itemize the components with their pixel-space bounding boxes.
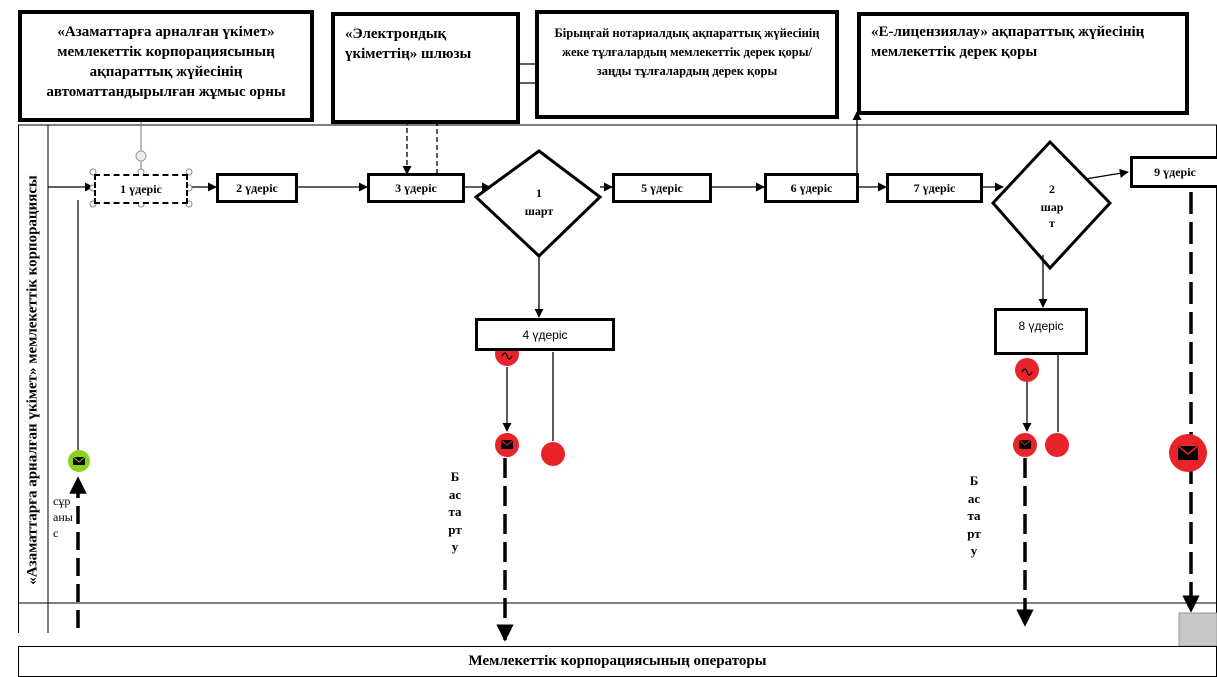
arm-system-box: «Азаматтарға арналған үкімет» мемлекетті… bbox=[18, 10, 314, 122]
condition-2-label-a: шар bbox=[1040, 200, 1064, 214]
process-3[interactable]: 3 үдеріс bbox=[367, 173, 465, 203]
elicense-db-title: «Е-лицензиялау» ақпараттық жүйесінің мем… bbox=[871, 24, 1145, 60]
event-markers bbox=[68, 342, 1207, 472]
condition-2-diamond bbox=[990, 139, 1113, 271]
elicense-db-box: «Е-лицензиялау» ақпараттық жүйесінің мем… bbox=[857, 12, 1189, 115]
end-event-icon bbox=[1045, 433, 1069, 457]
refusal-2-label: Бастарту bbox=[967, 473, 981, 558]
operator-lane-title: Мемлекеттік корпорациясының операторы bbox=[468, 653, 767, 669]
process-2-label: 2 үдеріс bbox=[236, 180, 278, 195]
notary-db-box: Бірыңғай нотариалдық ақпараттық жүйесіні… bbox=[535, 10, 839, 119]
process-7[interactable]: 7 үдеріс bbox=[886, 173, 983, 203]
condition-1-label: шарт bbox=[524, 204, 554, 218]
condition-2-label-b: т bbox=[1049, 216, 1055, 230]
gateway-title: «Электрондық үкіметтің» шлюзы bbox=[345, 26, 472, 62]
process-8[interactable]: 8 үдеріс bbox=[994, 308, 1088, 355]
process-1[interactable]: 1 үдеріс bbox=[94, 174, 188, 204]
condition-2-number: 2 bbox=[1049, 182, 1055, 196]
end-box bbox=[1178, 612, 1217, 647]
process-5-label: 5 үдеріс bbox=[641, 180, 683, 195]
process-9-label: 9 үдеріс bbox=[1154, 164, 1196, 179]
condition-1-number: 1 bbox=[536, 186, 542, 200]
process-9[interactable]: 9 үдеріс bbox=[1130, 156, 1217, 188]
request-label: сұраныс bbox=[53, 494, 73, 540]
end-event-icon bbox=[541, 442, 565, 466]
process-4-label: 4 үдеріс bbox=[522, 327, 568, 342]
timer-event-icon bbox=[1015, 358, 1039, 382]
process-3-label: 3 үдеріс bbox=[395, 180, 437, 195]
process-6[interactable]: 6 үдеріс bbox=[764, 173, 859, 203]
refusal-1-label: Бас тарту bbox=[448, 469, 462, 554]
arm-system-title: «Азаматтарға арналған үкімет» мемлекетті… bbox=[46, 24, 286, 100]
gateway-box: «Электрондық үкіметтің» шлюзы bbox=[331, 12, 520, 124]
process-1-label: 1 үдеріс bbox=[120, 181, 162, 196]
process-2[interactable]: 2 үдеріс bbox=[216, 173, 298, 203]
process-6-label: 6 үдеріс bbox=[790, 180, 833, 195]
process-8-label: 8 үдеріс bbox=[1018, 319, 1064, 333]
notary-db-title: Бірыңғай нотариалдық ақпараттық жүйесіні… bbox=[554, 26, 820, 78]
process-5[interactable]: 5 үдеріс bbox=[612, 173, 712, 203]
process-4[interactable]: 4 үдеріс bbox=[475, 318, 615, 351]
rotate-handle-icon bbox=[135, 150, 147, 162]
arrow-p6-to-elicense bbox=[850, 111, 862, 175]
process-7-label: 7 үдеріс bbox=[913, 180, 956, 195]
operator-lane: Мемлекеттік корпорациясының операторы bbox=[18, 646, 1217, 677]
